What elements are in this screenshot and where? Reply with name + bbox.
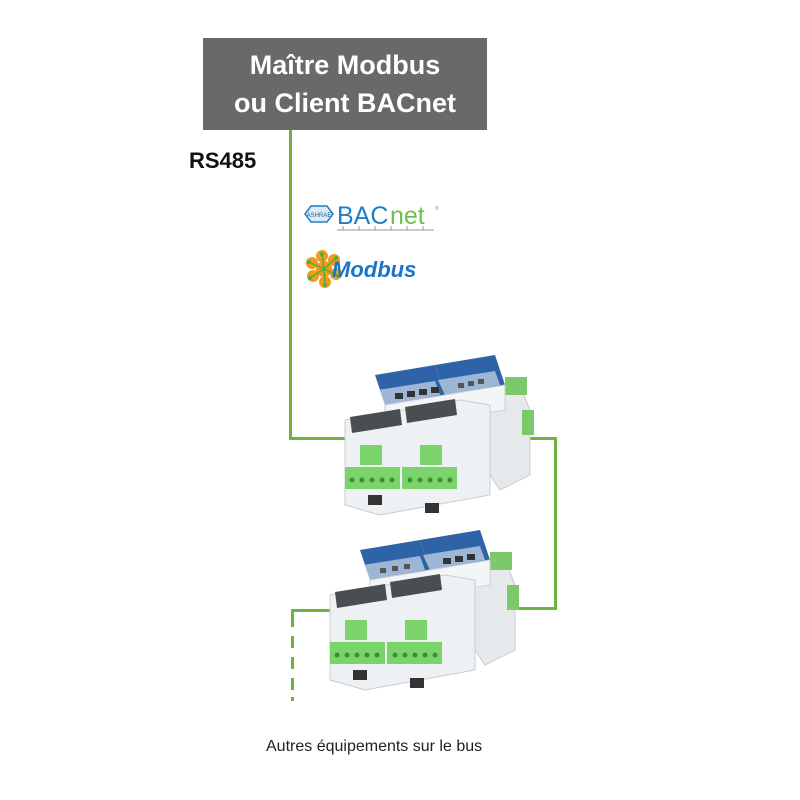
svg-text:Modbus: Modbus [332, 257, 416, 282]
svg-text:®: ® [435, 205, 439, 212]
bus-label: RS485 [189, 148, 257, 173]
master-line-2: ou Client BACnet [234, 88, 456, 118]
bus-wire-vertical-main [289, 130, 292, 440]
bus-wire-device1-out [525, 437, 557, 440]
svg-text:BAC: BAC [337, 202, 388, 230]
bus-wire-device2-out [291, 609, 336, 612]
bus-wire-to-device-1 [289, 437, 349, 440]
footer-caption: Autres équipements sur le bus [266, 738, 483, 755]
modbus-logo-icon: Modbus [306, 250, 416, 288]
bus-wire-to-device-2 [500, 607, 557, 610]
master-line-1: Maître Modbus [249, 50, 441, 80]
io-module-device-2 [329, 530, 519, 691]
bacnet-logo-icon: ASHRAE BAC net ® [304, 202, 439, 231]
master-device-box: Maître Modbus ou Client BACnet [203, 38, 487, 130]
bus-wire-vertical-right [554, 437, 557, 610]
svg-text:ASHRAE: ASHRAE [307, 213, 332, 219]
io-module-device-1 [344, 355, 534, 516]
svg-text:net: net [390, 202, 425, 230]
